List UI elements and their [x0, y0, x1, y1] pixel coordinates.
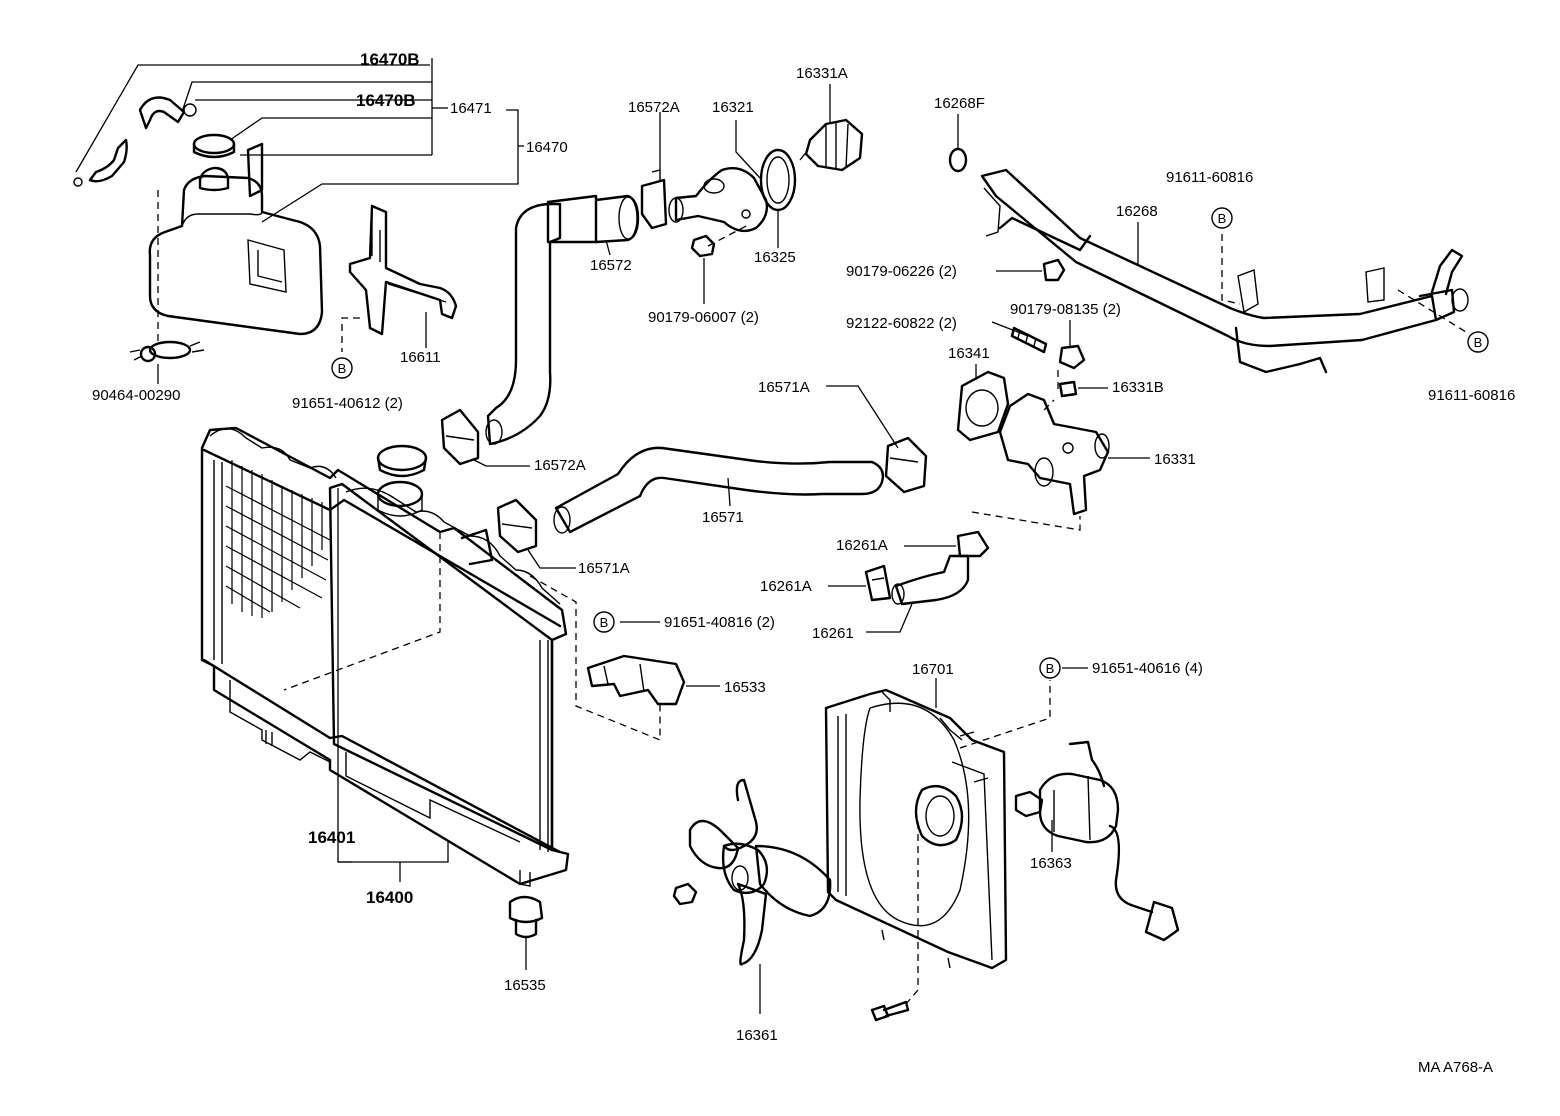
label-92122-60822: 92122-60822 (2) [846, 315, 957, 332]
o-ring-16268F [948, 147, 968, 173]
hose-clamp-16572A-mid [440, 408, 480, 466]
gasket-16341 [956, 370, 1010, 442]
label-16401: 16401 [308, 828, 355, 847]
bolt-marker-letter: B [600, 615, 609, 630]
figure-code: MA A768-A [1418, 1059, 1493, 1076]
bolt-marker-2: B [1211, 207, 1233, 229]
hose-clamp-16261A-b [864, 564, 892, 602]
fan-nut [672, 882, 698, 906]
label-16572A-top: 16572A [628, 99, 680, 116]
label-90464-00290: 90464-00290 [92, 387, 180, 404]
label-16611: 16611 [400, 349, 441, 366]
part-labels: 16470B 16470B 16471 16470 16611 90464-00… [92, 50, 1515, 1076]
label-16572: 16572 [590, 257, 632, 274]
bolt-marker-4: B [593, 611, 615, 633]
bolt-marker-5: B [1039, 657, 1061, 679]
label-90179-06226: 90179-06226 (2) [846, 263, 957, 280]
radiator-support-16533 [586, 654, 686, 706]
label-90179-08135: 90179-08135 (2) [1010, 301, 1121, 318]
water-inlet-pipe-16268 [980, 168, 1469, 374]
label-16470B-a: 16470B [360, 50, 420, 69]
shroud-bolt [870, 1000, 910, 1022]
label-16470B-b: 16470B [356, 91, 416, 110]
hose-clamp-16572A-top [640, 169, 668, 230]
label-16571A-mid: 16571A [578, 560, 630, 577]
label-16572A-mid: 16572A [534, 457, 586, 474]
upper-radiator-hose [485, 194, 640, 446]
label-16701: 16701 [912, 661, 954, 678]
hose-clamp-16571A-top [884, 436, 928, 494]
nut-90179-06007 [690, 234, 716, 258]
fan-motor-16363 [1014, 740, 1180, 942]
label-91611-60816-a: 91611-60816 [1166, 169, 1253, 186]
hose-clamp-16571A-mid [496, 498, 538, 554]
nut-90179-06226 [1042, 258, 1066, 282]
bolt-marker-3: B [1467, 331, 1489, 353]
gasket-16325 [759, 148, 797, 212]
reservoir-tank [148, 166, 324, 336]
bolt-marker-letter: B [338, 361, 347, 376]
label-91651-40816: 91651-40816 (2) [664, 614, 775, 631]
label-16261A-b: 16261A [760, 578, 812, 595]
label-91651-40616: 91651-40616 (4) [1092, 660, 1203, 677]
water-inlet-housing-16331 [998, 392, 1110, 516]
hose-clamp-16261A-a [956, 530, 990, 558]
label-16331: 16331 [1154, 451, 1196, 468]
label-16400: 16400 [366, 888, 413, 907]
label-16361: 16361 [736, 1027, 778, 1044]
nut-90179-08135 [1058, 344, 1086, 370]
label-16331B: 16331B [1112, 379, 1164, 396]
reservoir-bracket [348, 204, 458, 336]
label-16341: 16341 [948, 345, 990, 362]
thermostat-16331A [799, 118, 864, 172]
label-16321: 16321 [712, 99, 754, 116]
bolt-marker-letter: B [1046, 661, 1055, 676]
label-90179-06007: 90179-06007 (2) [648, 309, 759, 326]
label-16325: 16325 [754, 249, 796, 266]
hose-clamp-90464 [129, 340, 205, 363]
bypass-hose-16261 [891, 554, 970, 606]
label-91651-40612: 91651-40612 (2) [292, 395, 403, 412]
label-16268F: 16268F [934, 95, 985, 112]
radiator-mount-cushion-16535 [508, 895, 544, 939]
bolt-marker-letter: B [1474, 335, 1483, 350]
cooling-fan-16361 [688, 778, 832, 966]
label-16535: 16535 [504, 977, 546, 994]
label-16571A-top: 16571A [758, 379, 810, 396]
label-16571: 16571 [702, 509, 744, 526]
stud-92122-60822 [1010, 326, 1048, 354]
label-16331A: 16331A [796, 65, 848, 82]
label-16261: 16261 [812, 625, 854, 642]
label-91611-60816-b: 91611-60816 [1428, 387, 1515, 404]
label-16533: 16533 [724, 679, 766, 696]
radiator [200, 426, 570, 887]
label-16363: 16363 [1030, 855, 1072, 872]
plug-16331B [1058, 380, 1078, 398]
label-16471: 16471 [450, 100, 492, 117]
water-outlet-16321 [668, 167, 769, 233]
label-16268: 16268 [1116, 203, 1158, 220]
bolt-marker-1: B [331, 357, 353, 379]
label-16470: 16470 [526, 139, 568, 156]
lower-radiator-hose [553, 446, 885, 534]
fan-shroud-16701 [824, 688, 1008, 970]
label-16261A-a: 16261A [836, 537, 888, 554]
reservoir-cap-and-hoses [73, 96, 264, 198]
bolt-marker-letter: B [1218, 211, 1227, 226]
